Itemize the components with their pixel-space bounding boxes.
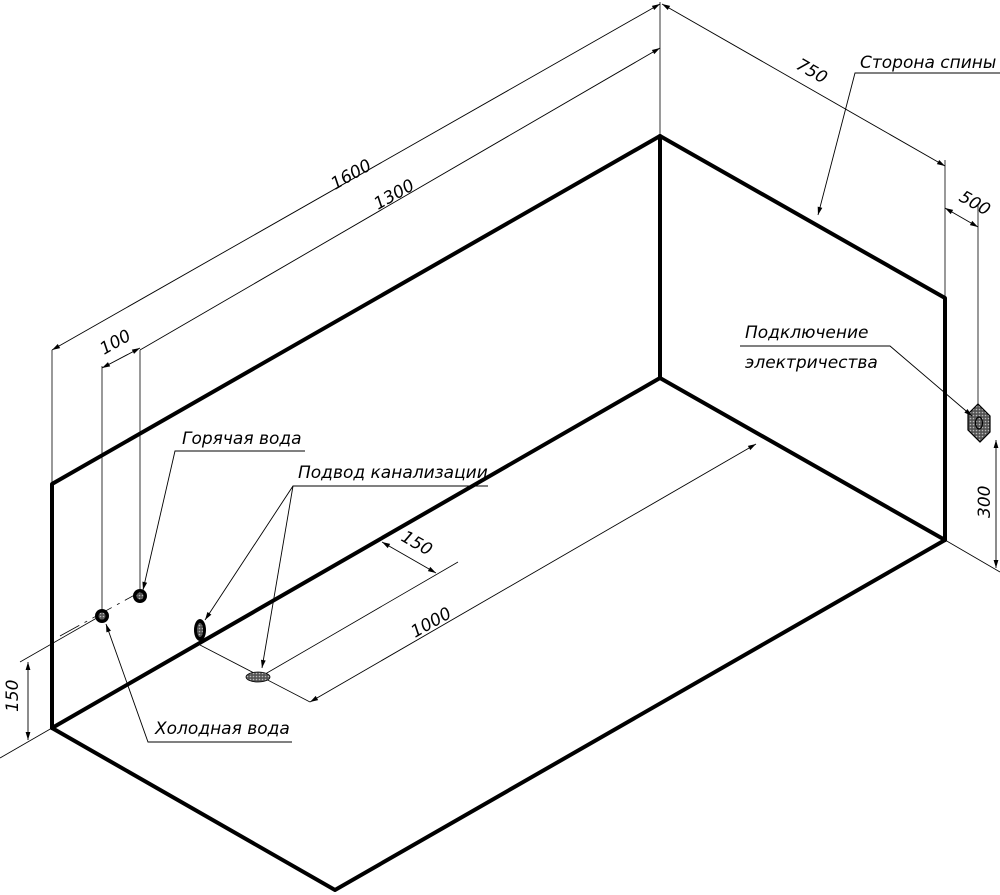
label-cold-water: Холодная вода — [154, 719, 290, 739]
dim-label-100: 100 — [97, 326, 135, 359]
sewer-floor-drain — [245, 671, 271, 683]
extension-lines — [0, 2, 1000, 759]
tub-front-wall — [50, 134, 947, 892]
leader-cold-water: Холодная вода — [105, 623, 292, 743]
dim-label-1600: 1600 — [328, 156, 375, 195]
label-electric-line1: Подключение — [745, 323, 869, 343]
label-electric-line2: электричества — [745, 353, 878, 373]
leader-electric: Подключение электричества — [740, 323, 973, 417]
dim-label-1300: 1300 — [371, 176, 418, 215]
leader-hot-water: Горячая вода — [142, 429, 305, 591]
leader-back-side: Сторона спины — [817, 53, 1000, 216]
electric-socket — [967, 403, 991, 443]
cold-water-pipe — [95, 609, 109, 623]
dim-label-500: 500 — [956, 187, 994, 220]
label-back-side: Сторона спины — [860, 53, 996, 73]
dimension-1300: 1300 — [139, 47, 661, 351]
bathtub-outline — [50, 134, 947, 892]
dimension-150-vertical: 150 — [3, 662, 31, 740]
dimension-100: 100 — [97, 326, 141, 369]
tub-inner-corner-right — [658, 376, 947, 542]
hot-water-pipe — [133, 589, 147, 603]
label-sewer: Подвод канализации — [298, 463, 488, 483]
dim-label-1000: 1000 — [408, 604, 455, 643]
dimension-300: 300 — [975, 440, 999, 568]
dim-label-300: 300 — [975, 486, 995, 518]
dimension-500: 500 — [944, 187, 994, 228]
dim-label-150-drain: 150 — [398, 527, 436, 560]
dimension-1600: 1600 — [51, 3, 661, 351]
label-hot-water: Горячая вода — [182, 429, 302, 449]
dim-label-750: 750 — [793, 55, 831, 88]
leader-sewer: Подвод канализации — [204, 463, 488, 669]
dimension-750: 750 — [661, 3, 946, 167]
dim-label-150-vertical: 150 — [3, 680, 23, 712]
